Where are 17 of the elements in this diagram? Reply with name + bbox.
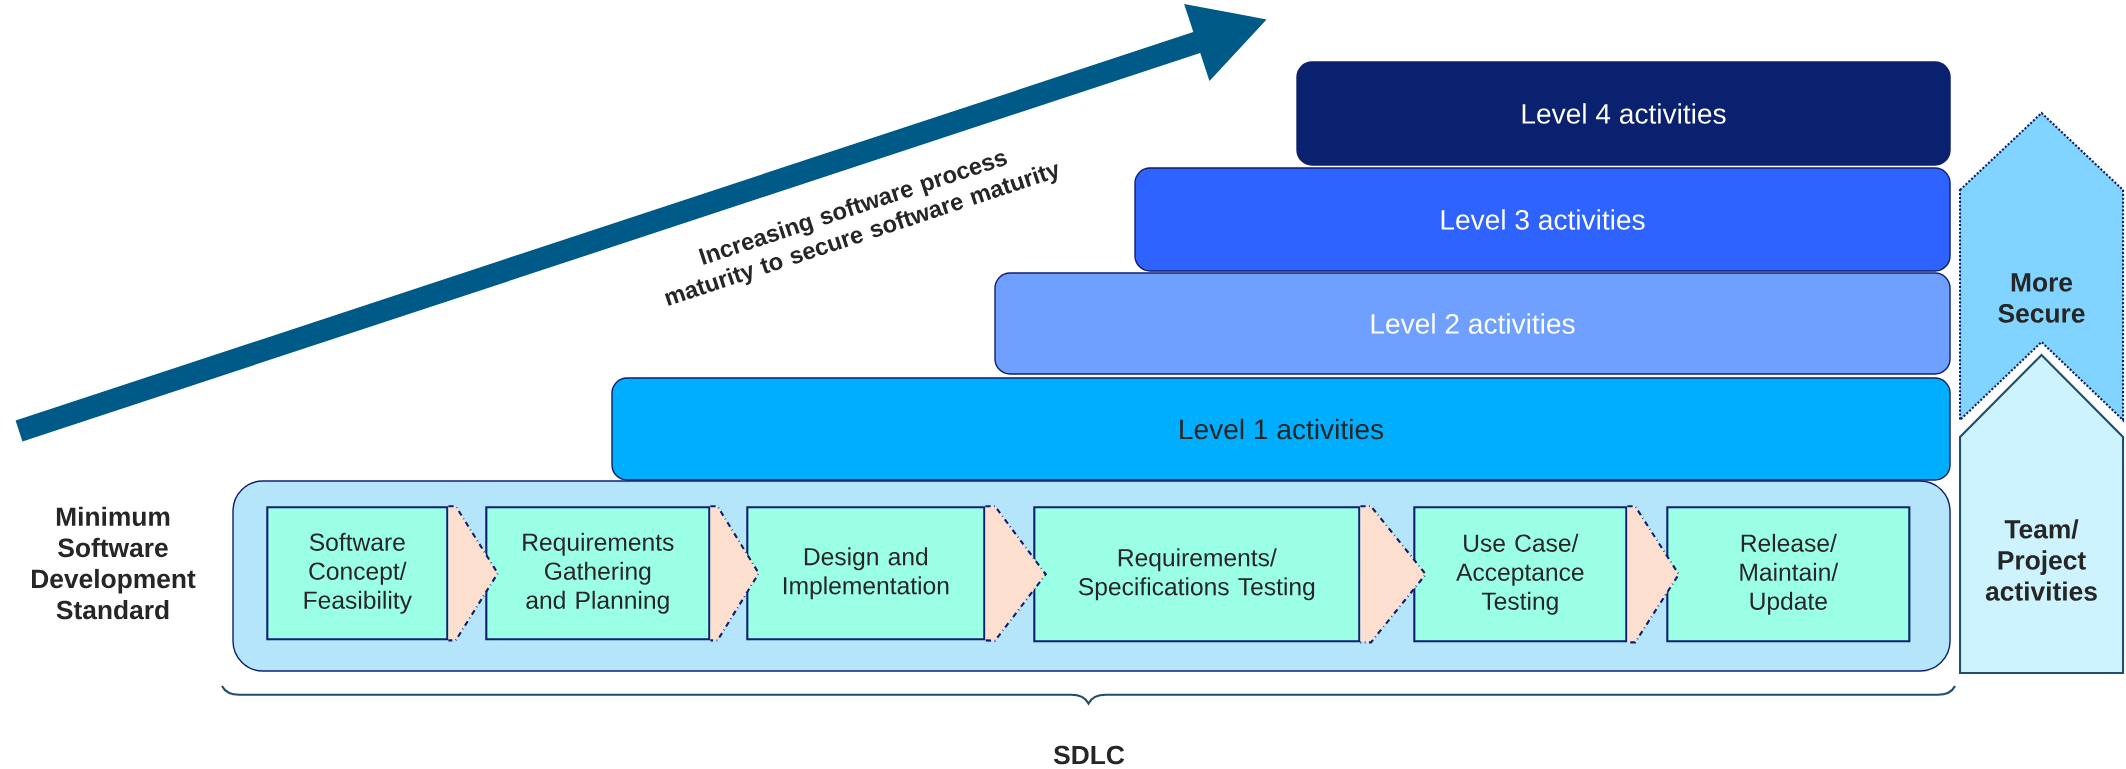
node-label: Minimum Software Development Standard: [32, 506, 196, 620]
phase-box: Release/ Maintain/ Update: [1666, 506, 1911, 643]
chevron-arrow: [1359, 505, 1428, 644]
level-box: Level 3 activities: [1134, 167, 1951, 272]
level-box: Level 1 activities: [611, 377, 1951, 481]
chevron-arrow: [1626, 505, 1680, 644]
chevron-arrow: [709, 505, 760, 642]
phase-box: Software Concept/ Feasibility: [266, 506, 449, 641]
phase-box: Design and Implementation: [746, 506, 986, 641]
chevron-arrow: [447, 505, 499, 642]
level-box: Level 4 activities: [1296, 61, 1951, 166]
level-box: Level 2 activities: [994, 272, 1951, 375]
phase-box: Use Case/ Acceptance Testing: [1413, 506, 1628, 643]
bracket-label: SDLC: [1053, 745, 1125, 765]
chevron-arrow: [984, 505, 1048, 642]
phase-box: Requirements/ Specifications Testing: [1033, 506, 1361, 643]
phase-box: Requirements Gathering and Planning: [485, 506, 711, 641]
